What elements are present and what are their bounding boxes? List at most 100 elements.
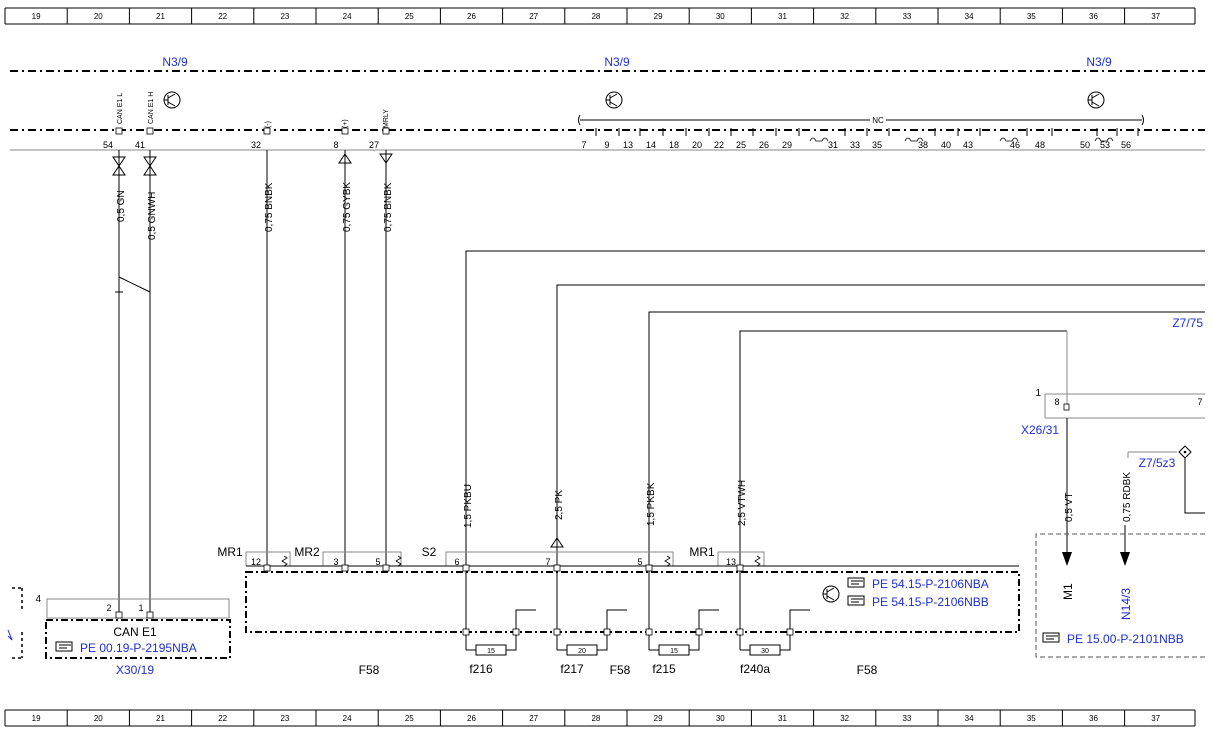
reference-hand-icon[interactable] (55, 641, 73, 652)
z7-5z3-label: Z7/5z3 (1139, 456, 1176, 470)
z7-75-label: Z7/75 (1172, 316, 1203, 330)
fuse-name: f215 (652, 662, 676, 676)
ruler-cell: 21 (156, 714, 165, 723)
ecu-pin-number: 25 (736, 140, 746, 150)
x30-pin-2: 2 (106, 603, 111, 613)
ecu-pin-number: 32 (251, 140, 261, 150)
fuse-block-pin: 12 (251, 557, 261, 567)
fuse-block-pin: 13 (726, 557, 736, 567)
fuse-block-pin: 3 (333, 557, 338, 567)
wire-label-rdbk: 0,75 RDBK (1122, 472, 1133, 522)
ecu-pin-number: 14 (646, 140, 656, 150)
n14-3-label: N14/3 (1119, 588, 1133, 620)
ruler-cell: 27 (529, 714, 538, 723)
ruler-cell: 30 (716, 714, 725, 723)
ruler-cell: 22 (218, 714, 227, 723)
reference-hand-icon[interactable] (847, 595, 865, 606)
n3-9-label-right: N3/9 (1086, 55, 1112, 69)
ref-pe-1500[interactable]: PE 15.00-P-2101NBB (1067, 632, 1184, 646)
pin-label-can-l: CAN E1 L (117, 93, 124, 124)
jumper-symbol (1094, 137, 1114, 142)
jumper-symbol (904, 137, 924, 142)
reference-hand-icon[interactable] (1042, 632, 1060, 643)
ecu-pin-number: 41 (135, 140, 145, 150)
wire-label-vt: 0,5 VT (1064, 493, 1075, 522)
can-wires (112, 150, 157, 612)
pin-terminal (341, 127, 349, 135)
ruler-cell: 24 (343, 714, 352, 723)
ecu-pin-number: 9 (604, 140, 609, 150)
arrow-down-icon (1062, 552, 1072, 566)
pin-label-plus: (+) (342, 119, 349, 128)
pin-terminal (382, 127, 390, 135)
fuse-block-pin: 7 (545, 557, 550, 567)
fuse-block-pin: 6 (454, 557, 459, 567)
fuse-name: f240a (740, 662, 770, 676)
pin-terminal (263, 127, 271, 135)
jumper-symbol (809, 137, 829, 142)
mr1-label-a: MR1 (217, 545, 243, 559)
pin-terminal (341, 564, 349, 572)
f58-label-c: F58 (857, 663, 878, 677)
ecu-pin-number: 29 (782, 140, 792, 150)
mr2-label: MR2 (294, 545, 320, 559)
ruler-cell: 33 (902, 714, 911, 723)
transistor-icon (605, 91, 623, 109)
ruler-cell: 33 (902, 12, 911, 21)
f58-label-b: F58 (610, 663, 631, 677)
fuse-rating: 30 (761, 648, 769, 655)
ecu-pin-number: 7 (581, 140, 586, 150)
ref-pe-0019[interactable]: PE 00.19-P-2195NBA (80, 641, 197, 655)
ref-pe-5415a[interactable]: PE 54.15-P-2106NBA (872, 577, 989, 591)
fuse-block-pin: 5 (637, 557, 642, 567)
ruler-cell: 19 (32, 12, 41, 21)
ruler-cell: 20 (94, 12, 103, 21)
x30-19-label: X30/19 (116, 663, 154, 677)
nc-bracket-right (1141, 114, 1144, 126)
ruler-cell: 24 (343, 12, 352, 21)
wire-label-pkbu: 1,5 PKBU (463, 484, 474, 528)
ecu-pin-number: 31 (828, 140, 838, 150)
pin-terminal (146, 127, 154, 135)
mr1-label-b: MR1 (689, 545, 715, 559)
nc-bracket-left (578, 114, 581, 126)
pin-terminal (382, 564, 390, 572)
ruler-cell: 30 (716, 12, 725, 21)
ecu-pin-number: 48 (1035, 140, 1045, 150)
fuse-rating: 15 (487, 648, 495, 655)
reference-hand-icon[interactable] (847, 577, 865, 588)
x26-pin-8: 8 (1054, 397, 1059, 407)
ecu-pin-number: 33 (850, 140, 860, 150)
ref-pe-5415b[interactable]: PE 54.15-P-2106NBB (872, 595, 989, 609)
ruler-cell: 21 (156, 12, 165, 21)
pin-terminal (553, 564, 561, 572)
ruler-cell: 32 (840, 714, 849, 723)
x30-pin-4: 4 (35, 594, 41, 605)
transistor-icon (163, 91, 181, 109)
ecu-pin-number: 20 (692, 140, 702, 150)
ecu-pin-number: 22 (714, 140, 724, 150)
m1-n14-box (1035, 533, 1205, 658)
wire-label-w41: 0,5 GNWH (147, 192, 158, 240)
ruler-cell: 32 (840, 12, 849, 21)
can-e1-label: CAN E1 (113, 625, 157, 639)
arrow-down-icon (1120, 552, 1130, 566)
pin-terminal (645, 564, 653, 572)
ruler-cell: 29 (654, 714, 663, 723)
ecu-pin-number: 18 (669, 140, 679, 150)
m1-label: M1 (1061, 583, 1075, 600)
ecu-pin-number: 43 (963, 140, 973, 150)
ruler-cell: 31 (778, 12, 787, 21)
wire-label-w32: 0,75 BNBK (264, 182, 275, 232)
resistor-symbols (281, 555, 761, 567)
ruler-cell: 26 (467, 714, 476, 723)
pin-label-minus: (-) (265, 121, 272, 128)
ecu-pin-number: 54 (103, 140, 113, 150)
wire-label-w8: 0,75 GYBK (342, 182, 353, 232)
power-wires (465, 250, 1205, 566)
ruler-cell: 25 (405, 12, 414, 21)
